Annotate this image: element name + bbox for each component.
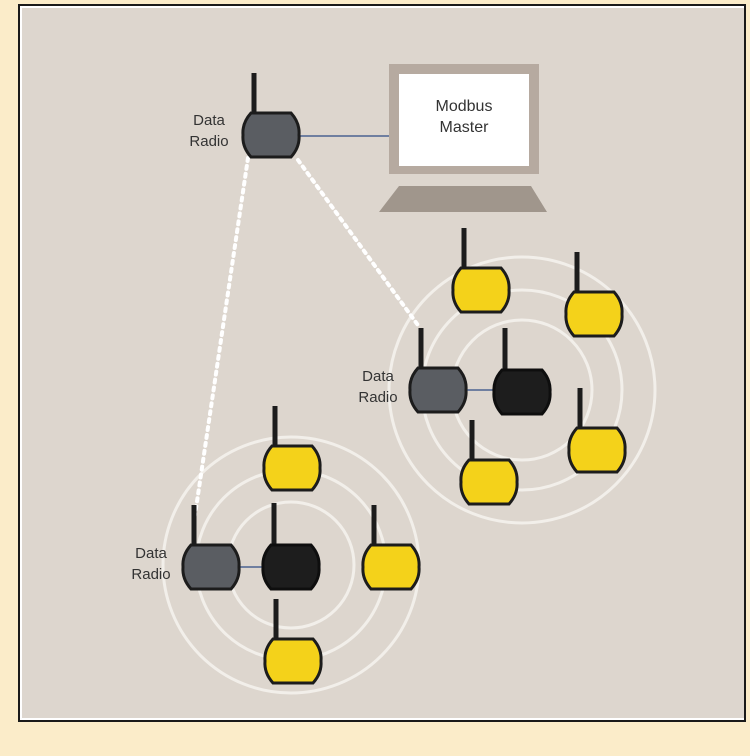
radio-label-line2: Radio xyxy=(189,133,228,150)
data-radio-icon xyxy=(408,328,468,414)
wireless-link-upper xyxy=(296,158,422,330)
master-label-line1: Modbus xyxy=(436,98,493,115)
data-radio-icon xyxy=(181,505,241,591)
radio-label-line2: Radio xyxy=(358,389,397,406)
computer-icon xyxy=(379,64,547,212)
radio-label-line1: Data xyxy=(362,368,394,385)
wireless-sensor-icon xyxy=(361,505,421,591)
wireless-sensor-icon xyxy=(459,420,519,506)
gateway-icon xyxy=(261,503,321,591)
radio-label-line1: Data xyxy=(193,112,225,129)
wireless-sensor-icon xyxy=(451,228,511,314)
wireless-sensor-icon xyxy=(263,599,323,685)
master-label-line2: Master xyxy=(440,119,490,136)
wireless-sensor-icon xyxy=(564,252,624,338)
diagram-background xyxy=(22,8,744,718)
data-radio-icon xyxy=(241,73,301,159)
radio-label-line1: Data xyxy=(135,545,167,562)
gateway-icon xyxy=(492,328,552,416)
wireless-sensor-icon xyxy=(262,406,322,492)
wireless-sensor-icon xyxy=(567,388,627,474)
radio-label-line2: Radio xyxy=(131,566,170,583)
wireless-link-lower xyxy=(193,156,250,517)
